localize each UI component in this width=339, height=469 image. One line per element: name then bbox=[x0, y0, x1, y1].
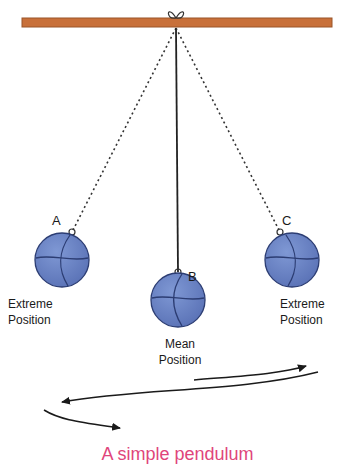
bob-seam bbox=[61, 235, 70, 286]
string-extreme bbox=[72, 28, 176, 232]
swing-arrow bbox=[44, 410, 120, 428]
bob-seam bbox=[174, 274, 182, 326]
pendulum-bob bbox=[265, 233, 319, 287]
pendulum-bob bbox=[35, 233, 89, 287]
swing-arrow bbox=[62, 372, 318, 402]
position-label: Mean Position bbox=[150, 336, 210, 368]
bob-seam bbox=[266, 257, 318, 259]
position-letter: C bbox=[282, 212, 291, 230]
knot bbox=[168, 12, 183, 18]
bob-seam bbox=[36, 257, 88, 259]
swing-arrow bbox=[194, 366, 306, 380]
position-letter: A bbox=[52, 212, 61, 230]
hook bbox=[277, 229, 283, 235]
position-label: Extreme Position bbox=[280, 296, 336, 328]
bob-seam bbox=[286, 235, 295, 286]
position-letter: B bbox=[188, 268, 197, 286]
support-bar bbox=[22, 18, 332, 27]
string-extreme bbox=[176, 28, 280, 232]
pendulum-bob bbox=[151, 273, 205, 327]
caption: A simple pendulum bbox=[101, 442, 253, 466]
string-mean bbox=[176, 28, 178, 272]
position-label: Extreme Position bbox=[8, 296, 68, 328]
bob-seam bbox=[152, 297, 204, 299]
